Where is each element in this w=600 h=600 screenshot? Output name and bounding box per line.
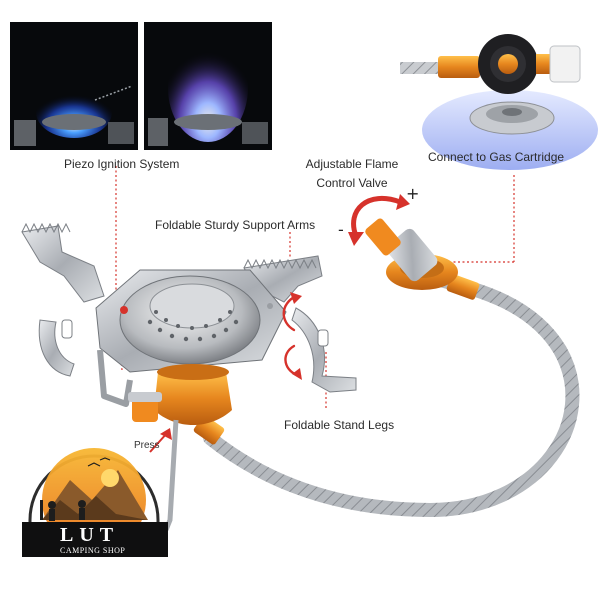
- logo-tagline: CAMPING SHOP: [60, 546, 126, 555]
- label-flame-valve-line1: Adjustable Flame: [305, 157, 399, 171]
- fold-arrows: [282, 294, 302, 378]
- flame-photo-left: [10, 22, 138, 150]
- piezo-igniter: [128, 392, 162, 422]
- lut-logo: [22, 448, 168, 557]
- label-support-arms: Foldable Sturdy Support Arms: [155, 218, 316, 232]
- gas-cartridge-connector: [400, 34, 598, 170]
- label-gas-cartridge: Connect to Gas Cartridge: [428, 150, 565, 164]
- stove-base: [95, 269, 287, 373]
- label-stand-legs: Foldable Stand Legs: [284, 418, 395, 432]
- sign-minus: -: [338, 220, 344, 239]
- gas-hose: [203, 273, 580, 518]
- logo-name: LUT: [60, 524, 120, 546]
- flame-photo-right: [144, 22, 272, 150]
- label-press: Press: [134, 440, 160, 451]
- valve-rotate-arrow: [351, 195, 403, 239]
- flame-control-valve: [365, 218, 458, 290]
- label-piezo-ignition: Piezo Ignition System: [64, 157, 180, 171]
- label-flame-valve-line2: Control Valve: [316, 176, 388, 190]
- sign-plus: +: [406, 184, 420, 203]
- brass-body: [154, 364, 232, 425]
- support-arm-left: [21, 222, 105, 377]
